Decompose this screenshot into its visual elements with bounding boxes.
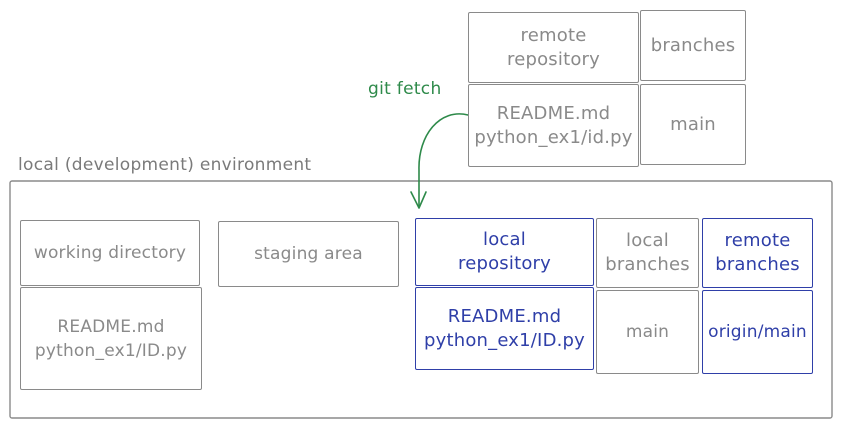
local-branches-header: local branches — [596, 218, 699, 288]
remote-branches-header: branches — [640, 10, 746, 81]
git-fetch-arrow — [418, 113, 469, 207]
local-environment-label: local (development) environment — [18, 155, 312, 175]
git-fetch-label: git fetch — [368, 79, 442, 99]
local-branch-main: main — [596, 290, 699, 374]
local-repository-files: README.md python_ex1/ID.py — [415, 287, 594, 370]
remote-branch-origin-main: origin/main — [702, 290, 813, 374]
local-repository-header: local repository — [415, 218, 594, 286]
git-fetch-arrowhead — [410, 191, 427, 209]
remote-repository-files: README.md python_ex1/id.py — [468, 84, 639, 167]
remote-repository-header: remote repository — [468, 12, 639, 83]
remote-branches-tracking-header: remote branches — [702, 218, 813, 288]
remote-branch-main: main — [640, 84, 746, 165]
working-directory-header: working directory — [20, 220, 200, 286]
working-directory-files: README.md python_ex1/ID.py — [20, 287, 202, 390]
staging-area: staging area — [218, 221, 399, 287]
local-environment-frame — [9, 180, 833, 419]
